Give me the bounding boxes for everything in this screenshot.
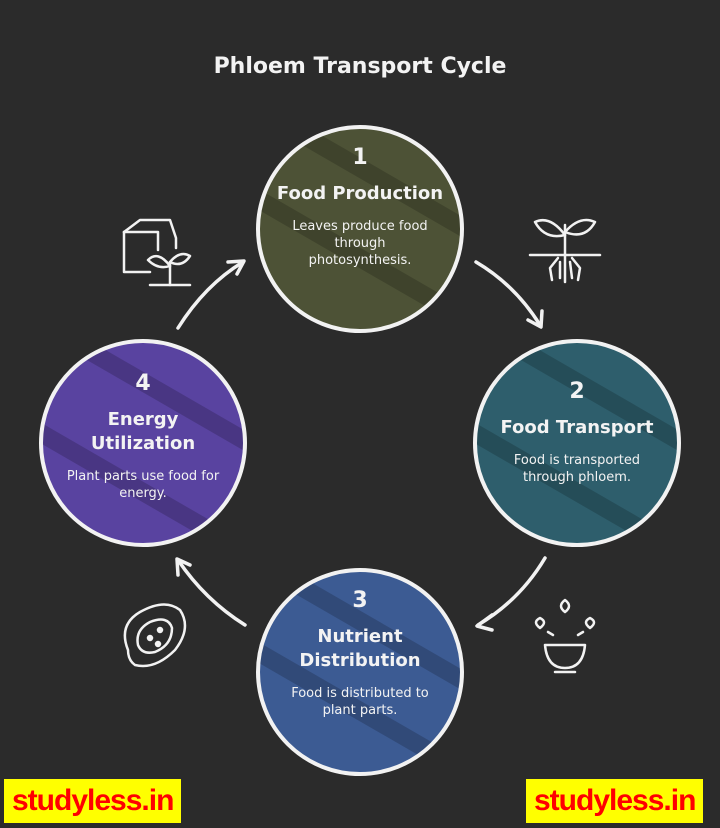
- stage-description: Plant parts use food for energy.: [66, 469, 220, 501]
- stage-number: 3: [352, 588, 368, 613]
- stage-2-food-transport: 2 Food Transport Food is transported thr…: [473, 339, 681, 547]
- stage-number: 2: [569, 379, 585, 404]
- watermark-right: studyless.in: [526, 779, 704, 823]
- sprout-roots-icon: [528, 218, 602, 284]
- stage-heading: Food Production: [276, 183, 444, 204]
- stage-number: 4: [135, 371, 151, 396]
- stage-4-energy-utilization: 4 Energy Utilization Plant parts use foo…: [39, 339, 247, 547]
- watermark-left: studyless.in: [4, 779, 182, 823]
- cell-icon: [123, 603, 187, 668]
- arrow-1-to-2: [474, 260, 544, 329]
- arrow-3-to-4: [175, 557, 247, 627]
- stage-description: Food is transported through phloem.: [513, 453, 641, 485]
- stage-heading: Food Transport: [500, 417, 654, 438]
- arrow-4-to-1: [176, 259, 246, 330]
- stage-description: Leaves produce food through photosynthes…: [292, 219, 428, 268]
- stage-number: 1: [352, 145, 368, 170]
- stage-3-nutrient-distribution: 3 Nutrient Distribution Food is distribu…: [256, 568, 464, 776]
- box-sprout-icon: [122, 218, 192, 287]
- diagram-title: Phloem Transport Cycle: [213, 54, 507, 79]
- stage-description: Food is distributed to plant parts.: [291, 686, 429, 718]
- bowl-droplets-icon: [534, 598, 596, 674]
- stage-1-food-production: 1 Food Production Leaves produce food th…: [256, 125, 464, 333]
- arrow-2-to-3: [475, 556, 547, 632]
- stage-heading: Nutrient Distribution: [299, 626, 421, 671]
- stage-heading: Energy Utilization: [90, 409, 196, 454]
